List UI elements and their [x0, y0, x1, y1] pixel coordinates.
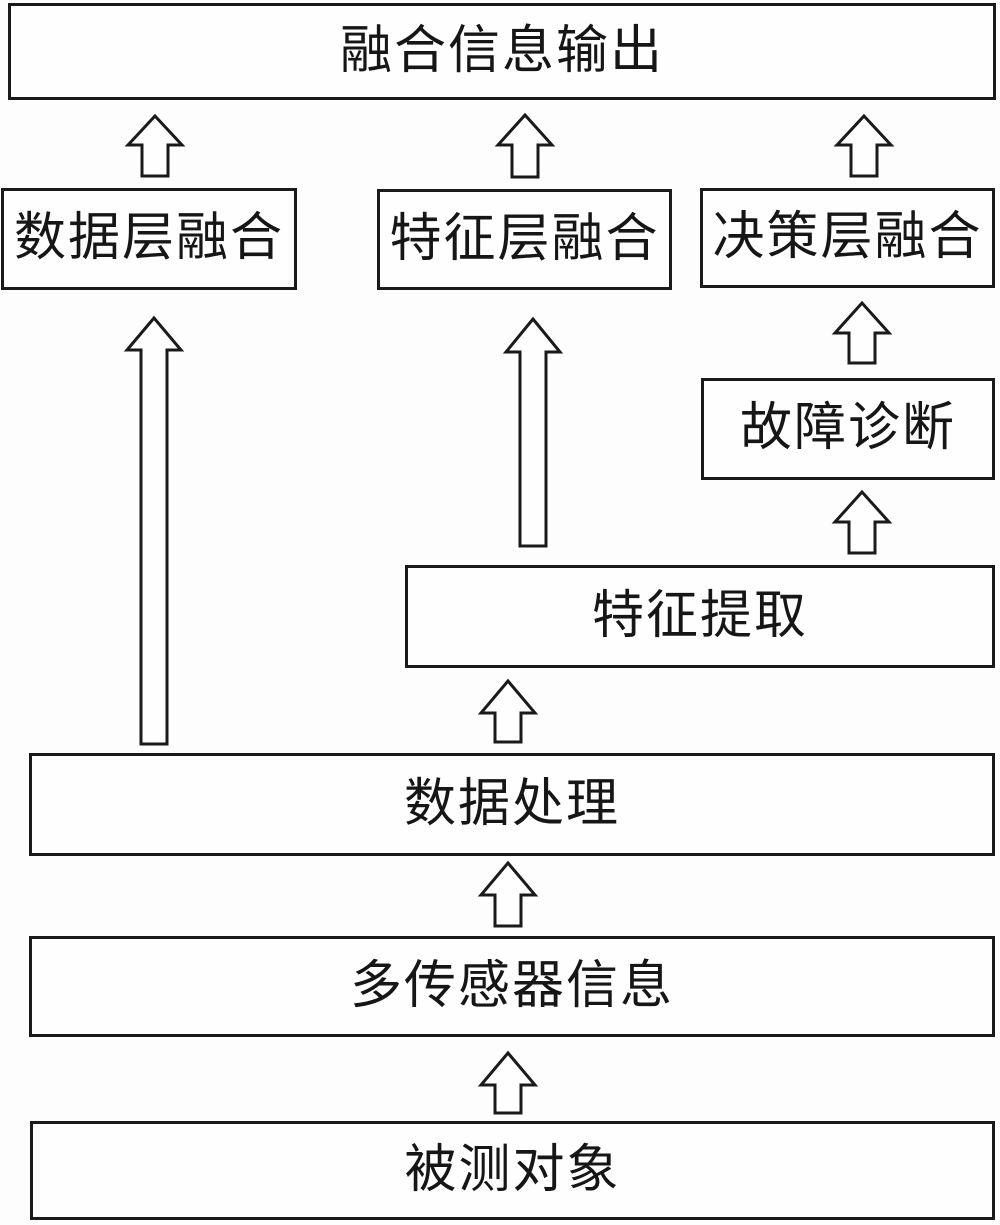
node-fusion-information-output: 融合信息输出: [8, 3, 996, 100]
node-label: 决策层融合: [712, 209, 983, 266]
node-label: 融合信息输出: [339, 22, 664, 80]
node-multi-sensor-information: 多传感器信息: [29, 936, 995, 1037]
up-arrow-icon-extraction-to-diagnosis: [831, 489, 893, 555]
node-label: 特征提取: [591, 587, 808, 645]
node-feature-layer-fusion: 特征层融合: [377, 189, 672, 290]
up-arrow-icon-extraction-to-feature-layer: [502, 316, 564, 548]
node-label: 数据层融合: [13, 210, 284, 267]
node-feature-extraction: 特征提取: [405, 565, 995, 668]
up-arrow-icon-diagnosis-to-decision-layer: [831, 300, 893, 365]
up-arrow-icon-data-layer-to-output: [124, 113, 186, 178]
node-data-layer-fusion: 数据层融合: [1, 188, 297, 290]
node-label: 数据处理: [403, 775, 620, 833]
up-arrow-icon-decision-layer-to-output: [833, 113, 895, 178]
node-label: 多传感器信息: [349, 957, 674, 1015]
node-label: 特征层融合: [389, 210, 660, 268]
up-arrow-icon-feature-layer-to-output: [494, 112, 556, 179]
node-data-processing: 数据处理: [29, 753, 995, 856]
up-arrow-icon-processing-to-data-layer: [123, 315, 185, 746]
node-label: 故障诊断: [739, 400, 956, 457]
node-label: 被测对象: [404, 1141, 621, 1199]
up-arrow-icon-sensor-to-processing: [477, 860, 539, 928]
node-fault-diagnosis: 故障诊断: [701, 378, 995, 480]
node-measured-object: 被测对象: [30, 1121, 995, 1220]
up-arrow-icon-processing-to-extraction: [477, 678, 539, 744]
up-arrow-icon-object-to-sensor: [477, 1050, 539, 1115]
node-decision-layer-fusion: 决策层融合: [700, 188, 995, 288]
